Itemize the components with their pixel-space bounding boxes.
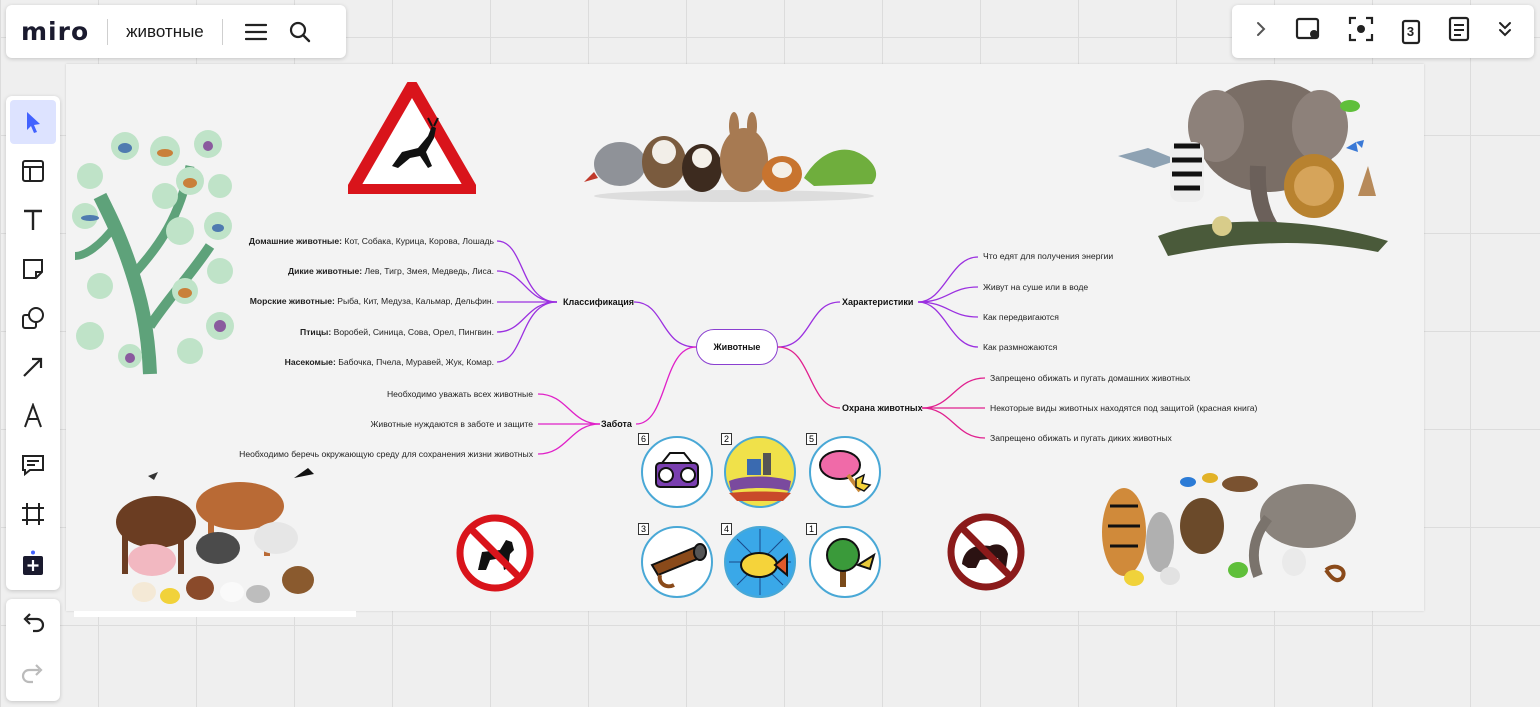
mindmap-root-node[interactable]: Животные: [696, 329, 778, 365]
pen-icon: [24, 403, 42, 428]
counter-value: 3: [1406, 23, 1415, 39]
search-icon[interactable]: [285, 17, 315, 47]
rule-card-2[interactable]: 2: [721, 433, 797, 509]
rule-card-number: 2: [721, 433, 733, 445]
deer-warning-sign-image[interactable]: [348, 82, 476, 194]
mindmap-leaf-protect-3[interactable]: Запрещено обижать и пугать диких животны…: [990, 433, 1172, 443]
rule-card-5[interactable]: 4: [721, 523, 797, 599]
mindmap-leaf-care-1[interactable]: Необходимо уважать всех животные: [386, 389, 533, 399]
templates-tool[interactable]: [10, 149, 56, 193]
sticky-note-tool[interactable]: [10, 247, 56, 291]
mindmap-leaf-insects[interactable]: Насекомые: Бабочка, Пчела, Муравей, Жук,…: [284, 357, 494, 367]
mindmap-node-characteristics[interactable]: Характеристики: [842, 297, 914, 307]
rule-card-number: 3: [638, 523, 650, 535]
comment-icon: [22, 455, 44, 477]
rule-card-4[interactable]: 3: [638, 523, 714, 599]
mindmap-leaf-char-2[interactable]: Живут на суше или в воде: [983, 282, 1089, 292]
frame-icon: [22, 503, 44, 525]
text-icon: [24, 209, 42, 230]
mindmap-leaf-char-4[interactable]: Как размножаются: [983, 342, 1058, 352]
rule-card-1[interactable]: 6: [638, 433, 714, 509]
mindmap-leaf-protect-1[interactable]: Запрещено обижать и пугать домашних живо…: [990, 373, 1191, 383]
connection-line-tool[interactable]: [10, 345, 56, 389]
cursor-icon: [27, 112, 40, 133]
rule-card-number: 6: [638, 433, 650, 445]
mindmap-leaf-char-1[interactable]: Что едят для получения энергии: [983, 251, 1114, 261]
no-dogs-sign-image[interactable]: [456, 514, 534, 592]
separator: [107, 18, 109, 45]
text-tool[interactable]: [10, 198, 56, 242]
frame-tool[interactable]: [10, 492, 56, 536]
select-tool[interactable]: [10, 100, 56, 144]
rule-card-number: 5: [806, 433, 818, 445]
chevron-double-down-icon[interactable]: [1497, 20, 1513, 43]
sticky-note-icon: [23, 259, 43, 279]
undo-icon[interactable]: [21, 611, 45, 638]
mindmap-leaf-protect-2[interactable]: Некоторые виды животных находятся под за…: [990, 403, 1258, 413]
menu-icon[interactable]: [241, 17, 271, 47]
undo-redo-panel: [6, 599, 60, 701]
mindmap-node-care[interactable]: Забота: [601, 419, 632, 429]
screen-share-icon[interactable]: [1295, 17, 1321, 46]
separator: [221, 18, 223, 45]
mindmap-leaf-care-2[interactable]: Животные нуждаются в заботе и защите: [370, 419, 533, 429]
mindmap-leaf-birds[interactable]: Птицы: Воробей, Синица, Сова, Орел, Пинг…: [300, 327, 494, 337]
templates-icon: [22, 160, 44, 182]
mindmap-leaf-sea[interactable]: Морские животные: Рыба, Кит, Медуза, Кал…: [249, 296, 494, 306]
rule-card-number: 1: [806, 523, 818, 535]
top-right-toolbar: 3: [1232, 5, 1534, 58]
evolution-tree-image[interactable]: [70, 126, 238, 376]
no-bears-sign-image[interactable]: [946, 512, 1026, 592]
pen-tool[interactable]: [10, 394, 56, 438]
mindmap-leaf-care-3[interactable]: Необходимо беречь окружающую среду для с…: [239, 449, 533, 459]
rule-card-6[interactable]: 1: [806, 523, 882, 599]
mindmap-node-protection[interactable]: Охрана животных: [842, 403, 923, 413]
shapes-icon: [22, 307, 44, 329]
mindmap-node-classification[interactable]: Классификация: [563, 297, 634, 307]
redo-icon: [21, 662, 45, 689]
chevron-right-icon[interactable]: [1254, 20, 1268, 43]
mindmap-leaf-char-3[interactable]: Как передвигаются: [983, 312, 1059, 322]
shapes-tool[interactable]: [10, 296, 56, 340]
comment-tool[interactable]: [10, 443, 56, 487]
notes-icon[interactable]: [1448, 16, 1470, 47]
mindmap-leaf-wild[interactable]: Дикие животные: Лев, Тигр, Змея, Медведь…: [287, 266, 494, 276]
farm-animals-image[interactable]: [108, 464, 320, 610]
board-name[interactable]: животные: [126, 21, 204, 41]
wild-animals-collage-image[interactable]: [1118, 76, 1404, 270]
more-apps-tool[interactable]: [10, 541, 56, 585]
board-frame-edge: [74, 611, 356, 617]
counter-icon[interactable]: 3: [1401, 19, 1421, 45]
add-app-icon: [23, 550, 43, 575]
focus-icon[interactable]: [1348, 16, 1374, 47]
rule-card-number: 4: [721, 523, 733, 535]
animals-group-image[interactable]: [1098, 466, 1366, 592]
rule-card-3[interactable]: 5: [806, 433, 882, 509]
miro-logo[interactable]: miro: [21, 17, 90, 46]
mindmap-leaf-domestic[interactable]: Домашние животные: Кот, Собака, Курица, …: [248, 236, 494, 246]
left-toolbar: [6, 96, 60, 590]
pets-group-image[interactable]: [584, 112, 884, 204]
top-left-toolbar: miro животные: [6, 5, 346, 58]
arrow-icon: [23, 357, 43, 377]
